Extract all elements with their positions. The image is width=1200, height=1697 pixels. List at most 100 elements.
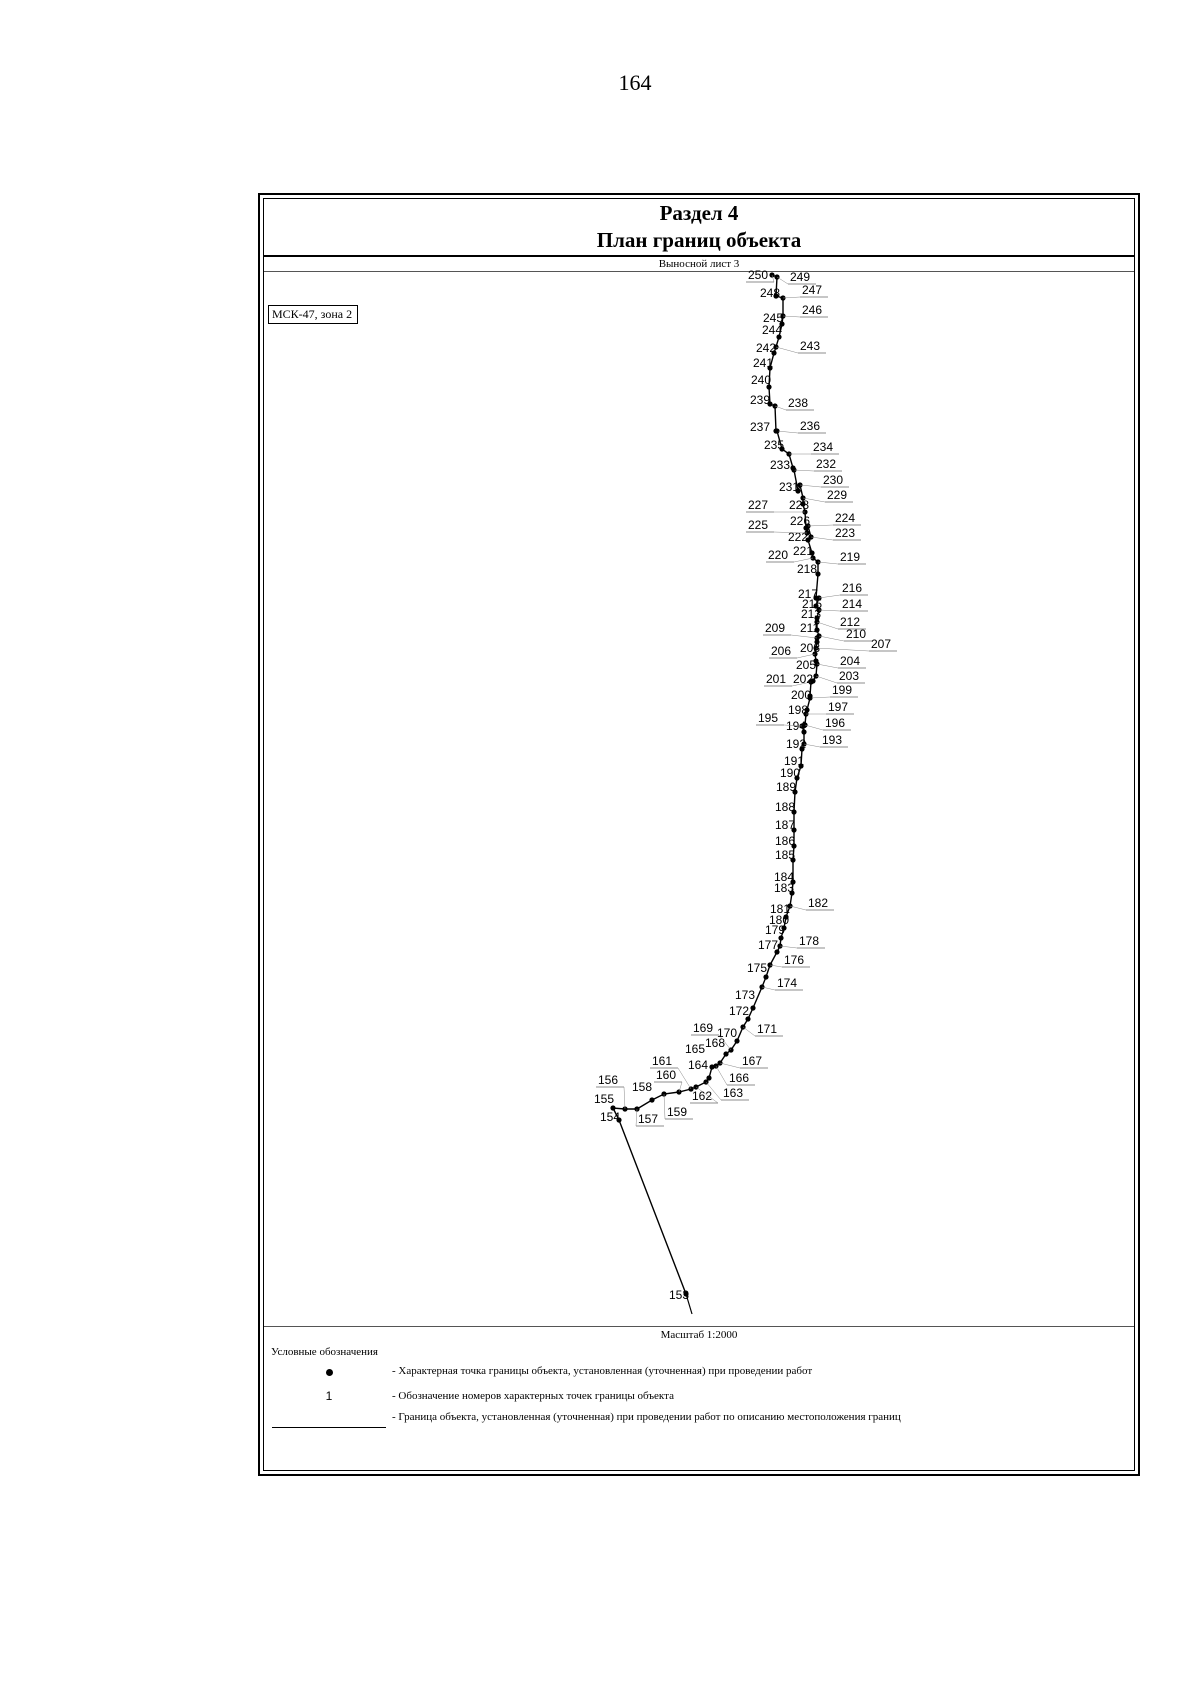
boundary-point-label: 209 — [765, 621, 785, 635]
boundary-point-label: 192 — [786, 737, 806, 751]
boundary-point-dot — [676, 1089, 682, 1095]
label-leader — [816, 663, 839, 669]
boundary-point-dot — [610, 1105, 616, 1111]
boundary-point-label: 200 — [791, 688, 811, 702]
boundary-point-label: 169 — [693, 1021, 713, 1035]
boundary-point-label: 154 — [600, 1110, 620, 1124]
boundary-point-dot — [791, 827, 797, 833]
section-header: Раздел 4 План границ объекта — [264, 199, 1134, 257]
boundary-point-label: 249 — [790, 270, 810, 284]
label-leader — [718, 1034, 732, 1051]
boundary-point-label: 185 — [775, 848, 795, 862]
label-leader — [695, 1086, 719, 1104]
sheet-label: Выносной лист 3 — [264, 257, 1134, 272]
label-leader — [635, 1108, 638, 1127]
boundary-point-label: 206 — [771, 644, 791, 658]
boundary-point-label: 226 — [790, 514, 810, 528]
boundary-point-label: 208 — [800, 641, 820, 655]
boundary-point-label: 196 — [825, 716, 845, 730]
label-leader — [793, 557, 814, 563]
boundary-point-label: 242 — [756, 341, 776, 355]
label-leader — [799, 484, 822, 488]
scale-label: Масштаб 1:2000 — [264, 1326, 1134, 1343]
boundary-point-label: 188 — [775, 800, 795, 814]
label-leader — [818, 594, 841, 599]
boundary-point-label: 237 — [750, 420, 770, 434]
boundary-point-label: 247 — [802, 283, 822, 297]
boundary-point-label: 245 — [763, 311, 783, 325]
legend-title: Условные обозначения — [271, 1346, 378, 1358]
boundary-point-dot — [773, 344, 779, 350]
boundary-point-dot — [813, 603, 819, 609]
boundary-point-label: 179 — [765, 923, 785, 937]
boundary-point-label: 235 — [764, 438, 784, 452]
boundary-point-label: 186 — [775, 834, 795, 848]
boundary-point-label: 178 — [799, 934, 819, 948]
boundary-point-dot — [814, 639, 820, 645]
boundary-point-label: 171 — [757, 1022, 777, 1036]
line-icon — [272, 1427, 386, 1428]
boundary-point-dot — [790, 857, 796, 863]
boundary-point-label: 164 — [688, 1058, 708, 1072]
boundary-point-label: 222 — [788, 530, 808, 544]
label-leader — [783, 724, 803, 727]
boundary-point-dot — [801, 729, 807, 735]
boundary-point-label: 183 — [774, 881, 794, 895]
boundary-point-label: 203 — [839, 669, 859, 683]
boundary-point-label: 218 — [797, 562, 817, 576]
boundary-point-label: 162 — [692, 1089, 712, 1103]
label-leader — [804, 724, 824, 731]
boundary-point-label: 248 — [760, 286, 780, 300]
boundary-point-label: 176 — [784, 953, 804, 967]
label-leader — [796, 653, 816, 659]
boundary-point-label: 243 — [800, 339, 820, 353]
legend-text: - Характерная точка границы объекта, уст… — [392, 1365, 813, 1377]
label-leader — [782, 296, 801, 299]
boundary-point-dot — [745, 1016, 751, 1022]
boundary-point-dot — [814, 627, 820, 633]
boundary-point-dot — [781, 925, 787, 931]
boundary-point-label: 155 — [594, 1092, 614, 1106]
boundary-point-label: 211 — [800, 621, 819, 635]
boundary-point-label: 238 — [788, 396, 808, 410]
boundary-point-dot — [803, 525, 809, 531]
boundary-point-dot — [809, 550, 815, 556]
boundary-point-label: 225 — [748, 518, 768, 532]
boundary-point-dot — [779, 446, 785, 452]
boundary-point-label: 159 — [667, 1105, 687, 1119]
boundary-point-label: 170 — [717, 1026, 737, 1040]
boundary-point-label: 220 — [768, 548, 788, 562]
boundary-point-label: 236 — [800, 419, 820, 433]
section-title: Раздел 4 — [659, 201, 739, 225]
boundary-point-label: 157 — [638, 1112, 658, 1126]
boundary-point-dot — [706, 1075, 712, 1081]
boundary-point-dot — [767, 365, 773, 371]
boundary-point-dot — [767, 401, 773, 407]
boundary-point-dot — [794, 775, 800, 781]
boundary-point-label: 167 — [742, 1054, 762, 1068]
label-leader — [776, 430, 799, 434]
boundary-point-label: 240 — [751, 373, 771, 387]
boundary-point-dot — [773, 293, 779, 299]
boundary-point-label: 205 — [796, 658, 816, 672]
boundary-point-dot — [791, 843, 797, 849]
boundary-point-dot — [774, 949, 780, 955]
boundary-point-label: 221 — [793, 544, 813, 558]
label-leader — [678, 1081, 683, 1093]
boundary-point-label: 223 — [835, 526, 855, 540]
label-leader — [809, 696, 831, 699]
boundary-point-label: 232 — [816, 457, 836, 471]
boundary-point-label: 204 — [840, 654, 860, 668]
boundary-point-label: 227 — [748, 498, 768, 512]
boundary-point-dot — [766, 384, 772, 390]
boundary-point-dot — [723, 1051, 729, 1057]
boundary-point-label: 160 — [656, 1068, 676, 1082]
boundary-point-label: 214 — [842, 597, 862, 611]
boundary-point-label: 173 — [735, 988, 755, 1002]
legend-text: - Обозначение номеров характерных точек … — [392, 1390, 674, 1402]
boundary-point-dot — [813, 658, 819, 664]
boundary-point-label: 228 — [789, 498, 809, 512]
label-leader — [810, 536, 834, 541]
label-leader — [802, 497, 826, 503]
